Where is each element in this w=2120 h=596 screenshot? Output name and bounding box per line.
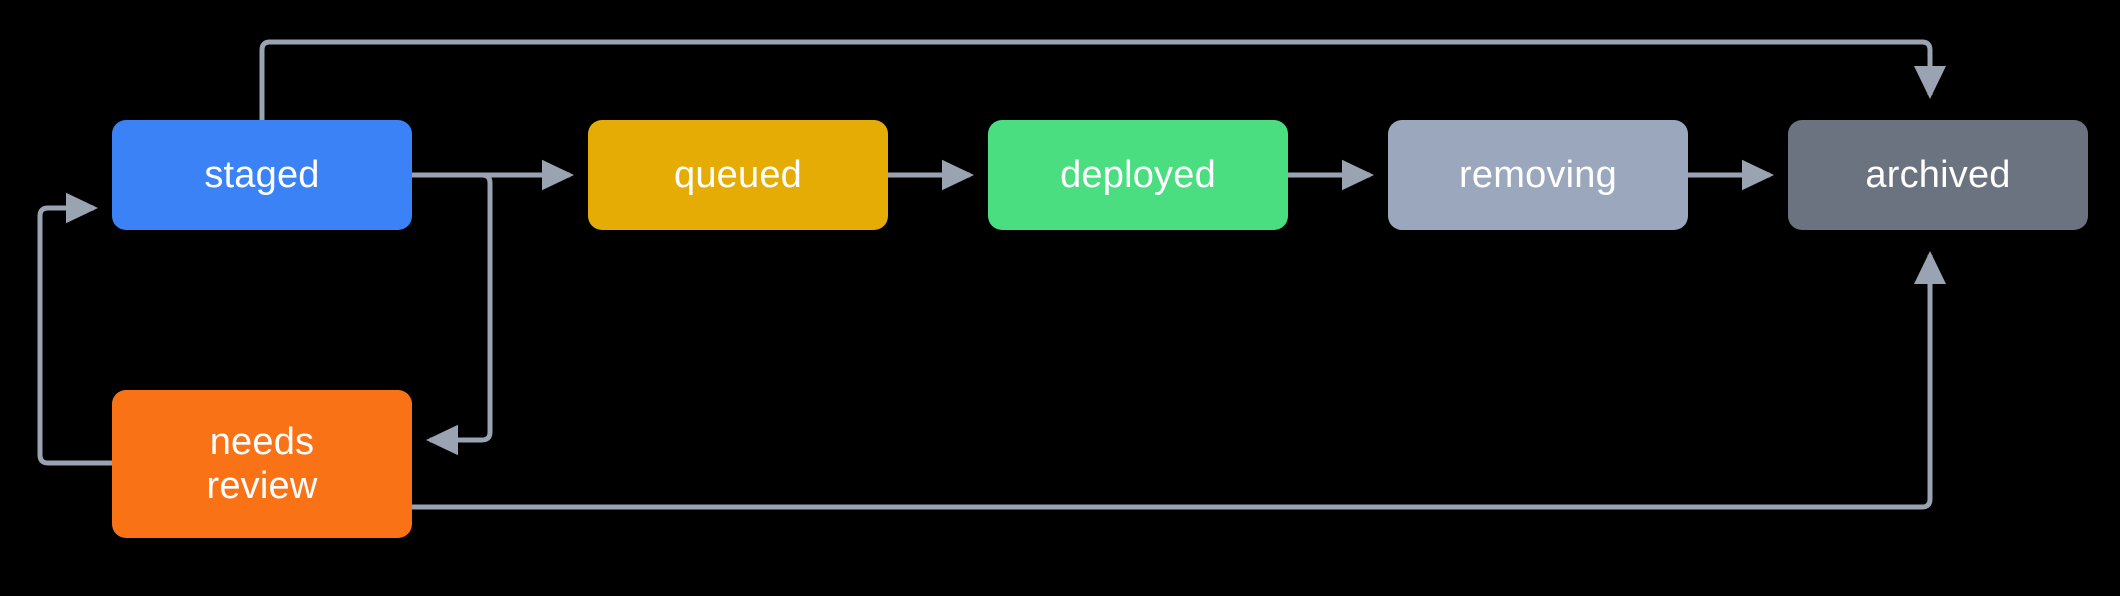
node-queued[interactable]: queued xyxy=(588,120,888,230)
node-staged[interactable]: staged xyxy=(112,120,412,230)
edge-needs-review-to-staged xyxy=(37,192,112,466)
node-needs-review[interactable]: needs review xyxy=(112,390,412,538)
node-removing-label: removing xyxy=(1459,153,1617,196)
node-needs-review-label: needs review xyxy=(206,420,318,507)
node-removing[interactable]: removing xyxy=(1388,120,1688,230)
edge-needs-review-to-archived xyxy=(412,251,1946,510)
node-archived[interactable]: archived xyxy=(1788,120,2088,230)
edge-staged-to-archived xyxy=(259,39,1946,120)
node-queued-label: queued xyxy=(673,153,802,196)
node-deployed-label: deployed xyxy=(1060,153,1216,196)
node-archived-label: archived xyxy=(1865,153,2011,196)
node-staged-label: staged xyxy=(204,153,320,196)
edge-staged-to-needs-review xyxy=(412,172,493,456)
node-deployed[interactable]: deployed xyxy=(988,120,1288,230)
